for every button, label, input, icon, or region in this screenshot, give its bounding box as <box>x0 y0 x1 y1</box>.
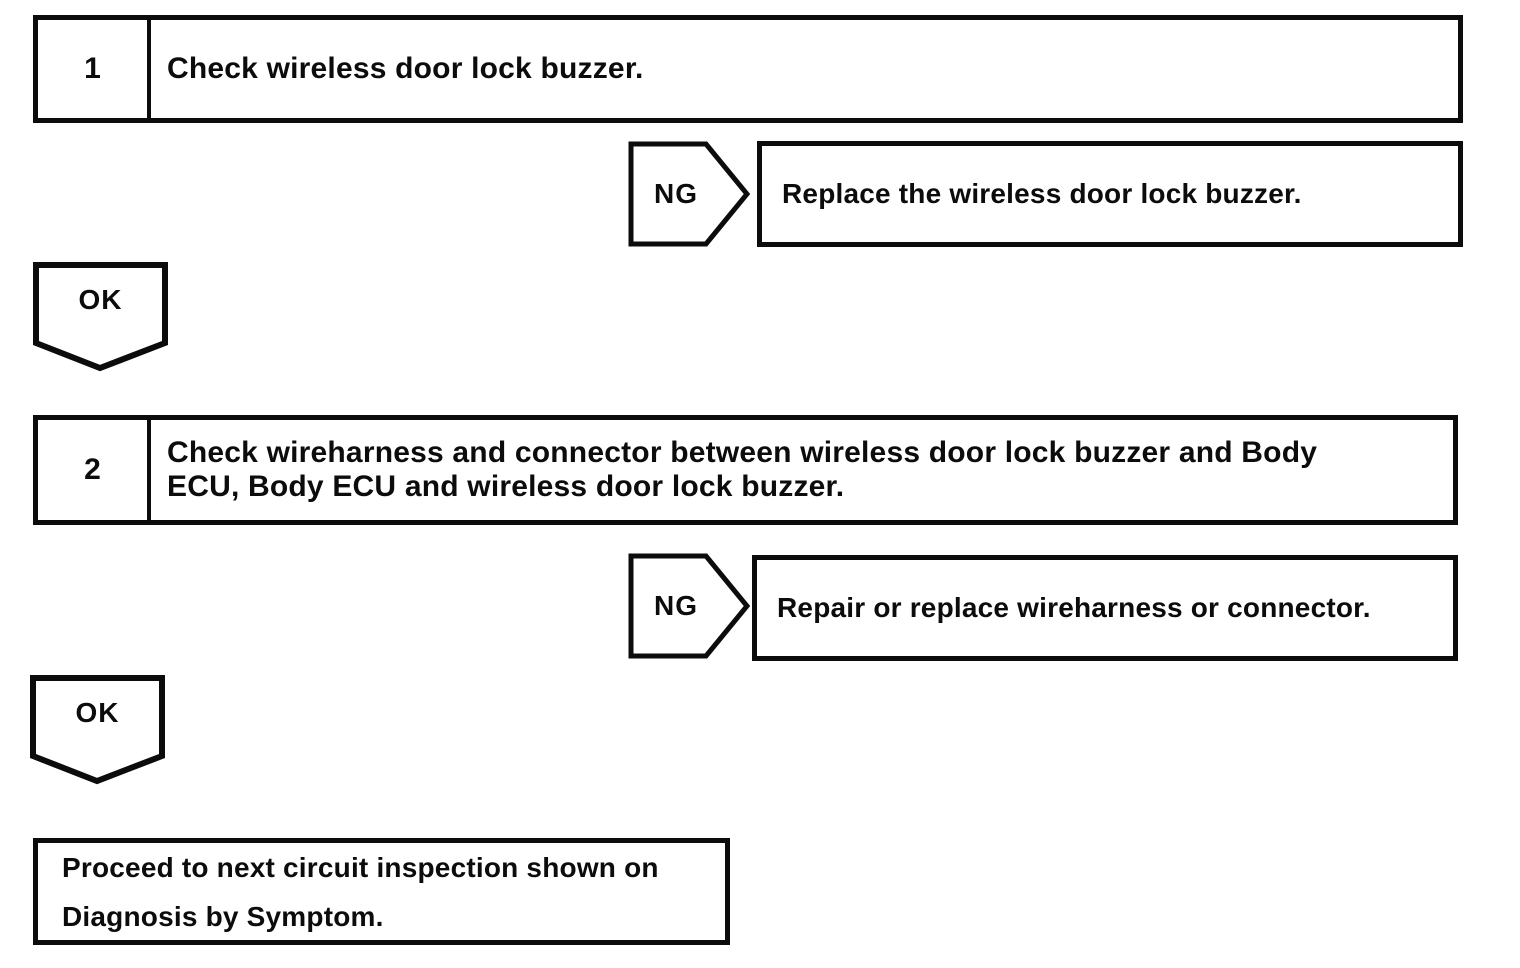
step-2-ng-connector: NG <box>628 553 750 659</box>
step-2-ng-result-text: Repair or replace wireharness or connect… <box>777 592 1371 623</box>
ng-right-pointer-icon <box>628 141 750 247</box>
step-2-ng-label: NG <box>654 590 698 621</box>
step-2-ng-result-box: Repair or replace wireharness or connect… <box>752 555 1458 661</box>
ok-down-pointer-icon <box>30 675 165 785</box>
step-2-ok-connector: OK <box>30 675 165 785</box>
step-2-box: 2 Check wireharness and connector betwee… <box>33 415 1458 525</box>
step-1-ng-label: NG <box>654 178 698 209</box>
step-2-ok-label: OK <box>75 697 120 728</box>
step-1-instruction: Check wireless door lock buzzer. <box>167 52 644 85</box>
step-1-ng-connector: NG <box>628 141 750 247</box>
step-1-ng-result-text: Replace the wireless door lock buzzer. <box>782 178 1302 209</box>
ok-down-pointer-icon <box>33 262 168 372</box>
step-1-box: 1 Check wireless door lock buzzer. <box>33 15 1463 123</box>
step-1-number: 1 <box>38 20 151 118</box>
step-1-ng-result-box: Replace the wireless door lock buzzer. <box>757 141 1463 247</box>
final-action-box: Proceed to next circuit inspection shown… <box>33 838 730 945</box>
step-2-instruction: Check wireharness and connector between … <box>167 436 1318 503</box>
step-1-ok-connector: OK <box>33 262 168 372</box>
ng-right-pointer-icon <box>628 553 750 659</box>
step-2-number: 2 <box>38 420 151 520</box>
final-action-text: Proceed to next circuit inspection shown… <box>62 851 659 932</box>
step-1-ok-label: OK <box>78 284 123 315</box>
